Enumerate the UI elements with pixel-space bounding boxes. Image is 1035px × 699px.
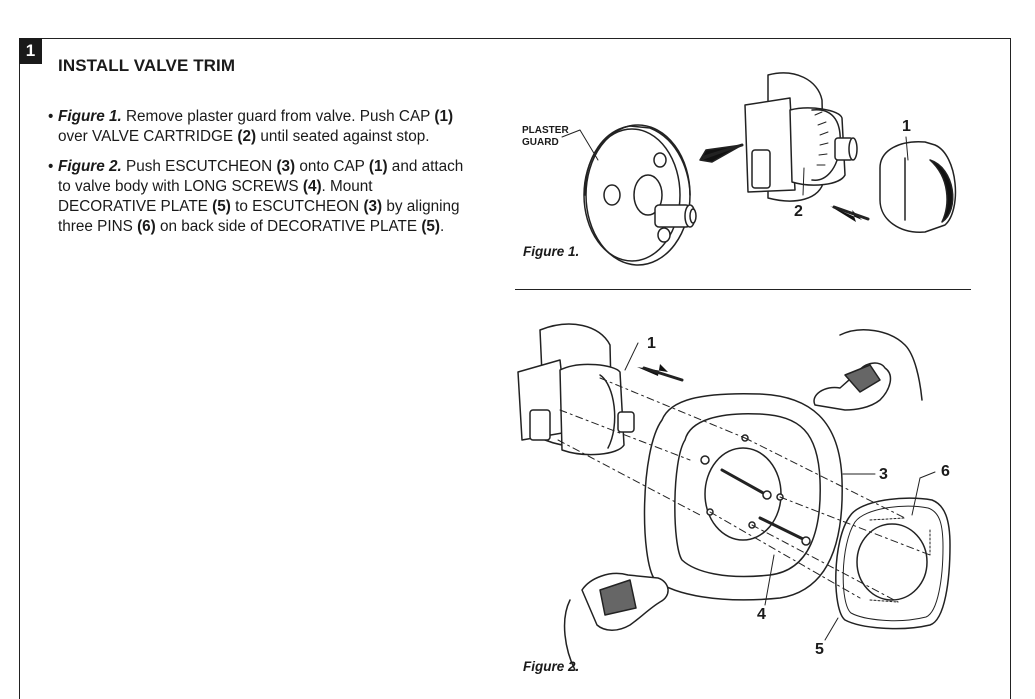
- figure-caption: Figure 2.: [523, 659, 580, 674]
- leader-line: [802, 167, 805, 196]
- instruction-text: by aligning three PINS: [58, 198, 460, 235]
- figure-caption: Figure 1.: [523, 244, 580, 259]
- instruction-text: until seated against stop.: [256, 128, 430, 145]
- part-number: (4): [302, 178, 322, 195]
- instruction-item: Figure 2. Push ESCUTCHEON (3) onto CAP (…: [48, 157, 468, 237]
- hand-drawing: [563, 329, 923, 671]
- escutcheon-drawing: [643, 392, 843, 601]
- callout-cap: 1: [647, 335, 656, 352]
- step-number-badge: 1: [19, 38, 42, 64]
- plaster-guard-drawing: [583, 124, 697, 266]
- figure-reference: Figure 1.: [58, 108, 122, 125]
- callout-decorative-plate: 5: [815, 641, 824, 658]
- callout-cap: 1: [902, 118, 911, 135]
- callout-long-screws: 4: [757, 606, 766, 623]
- leader-line: [624, 342, 639, 371]
- illustration-canvas: [517, 72, 957, 671]
- plaster-guard-label: PLASTER GUARD: [522, 125, 569, 148]
- instruction-text: to ESCUTCHEON: [230, 198, 364, 215]
- instruction-text: on back side of DECORATIVE PLATE: [155, 218, 422, 235]
- instruction-text: and attach to valve body with LONG SCREW…: [58, 158, 464, 195]
- instruction-item: Figure 1. Remove plaster guard from valv…: [48, 107, 468, 147]
- instruction-text: Push ESCUTCHEON: [121, 158, 277, 175]
- figure-reference: Figure 2.: [58, 158, 122, 175]
- section-title: INSTALL VALVE TRIM: [58, 56, 236, 75]
- callout-escutcheon: 3: [879, 466, 888, 483]
- instruction-text: .: [440, 218, 445, 235]
- part-number: (5): [212, 198, 231, 215]
- part-number: (5): [421, 218, 441, 235]
- step-frame: [19, 38, 1011, 699]
- leader-line: [824, 617, 839, 641]
- leader-line: [561, 129, 599, 161]
- part-number: (2): [237, 128, 257, 145]
- long-screw-drawing: [720, 468, 811, 546]
- part-number: (3): [363, 198, 383, 215]
- instruction-text: . Mount DECORATIVE PLATE: [58, 178, 373, 215]
- valve-body-drawing: [517, 323, 635, 456]
- part-number: (1): [368, 158, 388, 175]
- leader-line: [764, 554, 775, 606]
- part-number: (3): [276, 158, 296, 175]
- instruction-list: Figure 1. Remove plaster guard from valv…: [48, 107, 468, 247]
- arrow-icon: [642, 366, 684, 382]
- instruction-text: onto CAP: [295, 158, 369, 175]
- leader-line: [911, 471, 936, 516]
- leader-line: [905, 136, 909, 161]
- figure-divider: [515, 289, 971, 290]
- instruction-text: over VALVE CARTRIDGE: [58, 128, 238, 145]
- decorative-plate-drawing: [835, 497, 951, 630]
- arrow-icon: [702, 143, 744, 159]
- valve-body-drawing: [744, 72, 858, 202]
- part-number: (1): [434, 108, 454, 125]
- arrow-icon: [832, 205, 870, 221]
- part-number: (6): [137, 218, 156, 235]
- instruction-text: Remove plaster guard from valve. Push CA…: [121, 108, 435, 125]
- alignment-guide-lines: [557, 377, 931, 603]
- cap-drawing: [879, 141, 957, 233]
- callout-valve-cartridge: 2: [794, 203, 803, 220]
- callout-pins: 6: [941, 463, 950, 480]
